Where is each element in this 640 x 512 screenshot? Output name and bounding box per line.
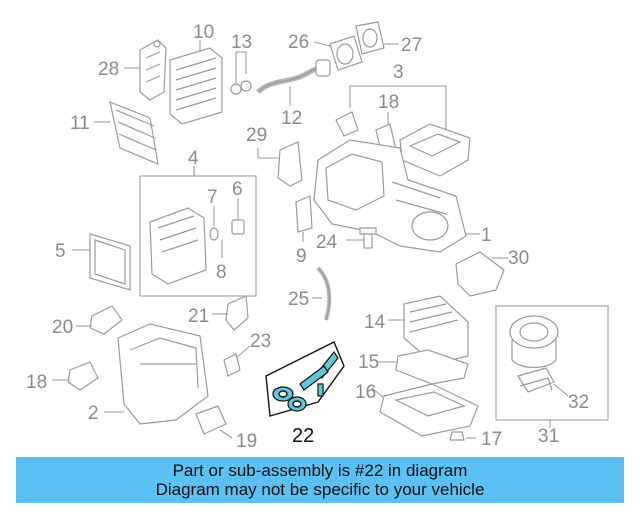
part-12[interactable] — [256, 59, 331, 106]
callout-30: 30 — [508, 248, 529, 269]
callout-13: 13 — [231, 32, 252, 53]
part-18-lower[interactable] — [52, 361, 99, 391]
part-3-cover[interactable] — [399, 123, 471, 177]
part-6[interactable] — [231, 198, 245, 235]
part-22-highlighted[interactable] — [265, 341, 345, 417]
callout-29: 29 — [246, 125, 267, 146]
callout-19: 19 — [236, 431, 257, 452]
part-20[interactable] — [76, 305, 123, 335]
part-23[interactable] — [223, 345, 251, 377]
callout-12: 12 — [281, 108, 302, 129]
part-29[interactable] — [257, 141, 303, 187]
callout-4: 4 — [188, 148, 199, 169]
part-25[interactable] — [312, 266, 332, 321]
callout-3: 3 — [393, 62, 404, 83]
callout-31: 31 — [538, 426, 559, 447]
info-banner: Part or sub-assembly is #22 in diagram D… — [16, 457, 624, 503]
part-9[interactable] — [295, 195, 313, 242]
callout-20: 20 — [52, 317, 73, 338]
part-32[interactable] — [517, 367, 569, 397]
callout-7: 7 — [207, 187, 218, 208]
part-26[interactable] — [313, 35, 363, 71]
box-31 — [495, 305, 609, 421]
part-28[interactable] — [124, 39, 167, 101]
callout-26: 26 — [288, 32, 309, 53]
part-11[interactable] — [94, 101, 159, 165]
banner-line-1: Part or sub-assembly is #22 in diagram — [172, 461, 468, 480]
part-30[interactable] — [455, 251, 508, 297]
part-24[interactable] — [346, 227, 377, 249]
callout-9: 9 — [296, 246, 307, 267]
callout-1: 1 — [481, 225, 492, 246]
callout-6: 6 — [232, 179, 243, 200]
part-13[interactable] — [230, 51, 252, 95]
callout-23: 23 — [250, 331, 271, 352]
callout-16: 16 — [355, 382, 376, 403]
part-4-unit[interactable] — [149, 207, 207, 285]
part-27[interactable] — [355, 21, 398, 55]
part-19[interactable] — [195, 405, 233, 439]
callout-8: 8 — [216, 262, 227, 283]
part-1[interactable] — [313, 139, 480, 253]
leader-3 — [349, 85, 447, 130]
part-21[interactable] — [212, 295, 249, 331]
callout-22: 22 — [292, 425, 314, 447]
callout-27: 27 — [401, 35, 422, 56]
callout-32: 32 — [568, 392, 589, 413]
part-10[interactable] — [169, 40, 223, 125]
callout-10: 10 — [193, 22, 214, 43]
part-17[interactable] — [449, 431, 476, 441]
callout-14: 14 — [364, 312, 386, 333]
callout-5: 5 — [55, 241, 66, 262]
callout-25: 25 — [288, 289, 309, 310]
part-2[interactable] — [104, 323, 209, 425]
callout-15: 15 — [358, 352, 379, 373]
part-15[interactable] — [378, 349, 469, 385]
part-7[interactable] — [209, 206, 219, 241]
callout-21: 21 — [188, 306, 209, 327]
callout-18-lower: 18 — [26, 372, 47, 393]
part-5[interactable] — [72, 233, 131, 291]
callout-18-upper: 18 — [378, 92, 399, 113]
banner-line-2: Diagram may not be specific to your vehi… — [155, 480, 485, 499]
callout-24: 24 — [316, 232, 338, 253]
part-16[interactable] — [371, 383, 479, 437]
box-4 — [139, 175, 257, 297]
callout-11: 11 — [70, 113, 90, 134]
callout-2: 2 — [88, 403, 99, 424]
callout-28: 28 — [98, 59, 119, 80]
part-31-blower[interactable] — [509, 315, 559, 369]
parts-diagram: 28 10 13 26 27 12 3 18 — [26, 21, 609, 452]
callout-17: 17 — [481, 429, 502, 450]
part-valve — [335, 111, 359, 137]
part-14[interactable] — [388, 295, 469, 365]
